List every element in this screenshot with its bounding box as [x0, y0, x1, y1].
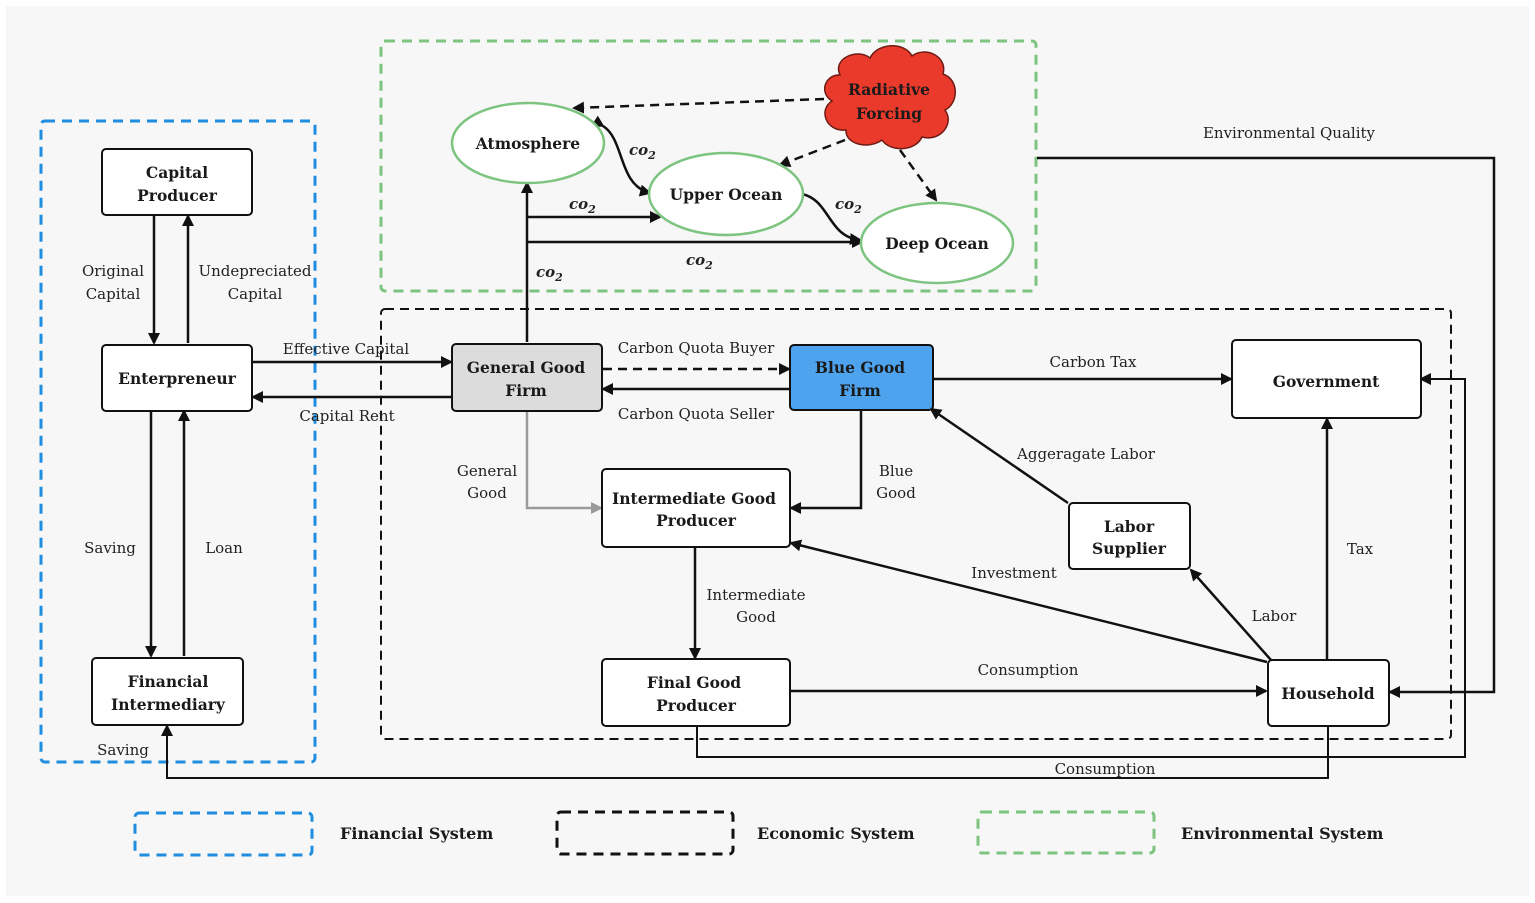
- node-financial-intermediary: Financial Intermediary: [91, 657, 244, 726]
- edge-forcing-atmosphere: [572, 97, 825, 114]
- legend-environmental-label: Environmental System: [1181, 824, 1384, 843]
- label-blue-good-2: Good: [876, 484, 916, 502]
- blue-good-firm-line1: Blue Good: [815, 358, 905, 377]
- label-loan: Loan: [205, 539, 243, 557]
- edge-environmental-quality: [1037, 156, 1496, 698]
- edge-blue-good: [789, 411, 863, 514]
- edge-labor: [1189, 568, 1272, 661]
- node-capital-producer: Capital Producer: [101, 148, 253, 216]
- general-good-firm-line2: Firm: [505, 381, 547, 400]
- edge-forcing-upper-ocean: [778, 138, 846, 168]
- edge-forcing-deep-ocean: [898, 149, 938, 202]
- label-environmental-quality: Environmental Quality: [1203, 124, 1376, 142]
- node-entrepreneur: Enterpreneur: [101, 344, 253, 412]
- legend-economic-swatch: [555, 810, 735, 856]
- node-intermediate-good-producer: Intermediate Good Producer: [601, 468, 791, 548]
- label-carbon-tax: Carbon Tax: [1050, 353, 1137, 371]
- household-label: Household: [1281, 684, 1374, 703]
- government-label: Government: [1273, 372, 1380, 391]
- economic-system-group: [380, 308, 1452, 740]
- label-general-good-2: Good: [467, 484, 507, 502]
- label-co2-upper-deep: co2: [835, 195, 862, 216]
- node-government: Government: [1231, 339, 1422, 419]
- node-household: Household: [1267, 659, 1390, 727]
- node-labor-supplier: Labor Supplier: [1068, 502, 1191, 570]
- entrepreneur-label: Enterpreneur: [118, 369, 237, 388]
- label-carbon-quota-buyer: Carbon Quota Buyer: [618, 339, 775, 357]
- edge-aggregate-labor: [929, 407, 1069, 505]
- label-co2-emission-atm: co2: [536, 263, 563, 284]
- radiative-forcing-line1: Radiative: [848, 80, 930, 99]
- deep-ocean-label: Deep Ocean: [885, 234, 989, 253]
- label-consumption-bottom: Consumption: [1055, 760, 1156, 778]
- legend-economic-label: Economic System: [757, 824, 915, 843]
- financial-system-group: [39, 119, 317, 764]
- node-general-good-firm: General Good Firm: [451, 343, 603, 412]
- atmosphere-label: Atmosphere: [475, 134, 581, 153]
- label-investment: Investment: [971, 564, 1056, 582]
- intermediate-good-producer-line2: Producer: [656, 511, 737, 530]
- label-saving-left: Saving: [84, 539, 136, 557]
- edge-upper-deep-ocean: [790, 186, 862, 246]
- edge-consumption-bottom: [696, 373, 1466, 758]
- label-capital-rent: Capital Rent: [299, 407, 394, 425]
- upper-ocean-label: Upper Ocean: [670, 185, 783, 204]
- label-undepreciated-capital-2: Capital: [228, 285, 283, 303]
- edge-saving-bottom: [161, 724, 1329, 779]
- node-blue-good-firm: Blue Good Firm: [789, 344, 934, 411]
- legend: Financial System Economic System Environ…: [133, 810, 1384, 857]
- environmental-system-group: [379, 39, 1038, 293]
- labor-supplier-line2: Supplier: [1092, 539, 1167, 558]
- capital-producer-line1: Capital: [146, 163, 208, 182]
- edge-investment: [789, 539, 1268, 664]
- financial-intermediary-line1: Financial: [128, 672, 209, 691]
- label-intermediate-good-2: Good: [736, 608, 776, 626]
- label-co2-emission-deep: co2: [686, 251, 713, 272]
- label-aggregate-labor: Aggeragate Labor: [1016, 445, 1156, 463]
- node-deep-ocean: Deep Ocean: [859, 201, 1015, 285]
- legend-financial-label: Financial System: [340, 824, 493, 843]
- labor-supplier-line1: Labor: [1104, 517, 1155, 536]
- label-original-capital-1: Original: [82, 262, 144, 280]
- financial-intermediary-line2: Intermediary: [111, 695, 226, 714]
- label-undepreciated-capital-1: Undepreciated: [198, 262, 311, 280]
- final-good-producer-line1: Final Good: [647, 673, 741, 692]
- final-good-producer-line2: Producer: [656, 696, 737, 715]
- label-carbon-quota-seller: Carbon Quota Seller: [618, 405, 775, 423]
- diagram-background: [6, 6, 1529, 896]
- label-consumption: Consumption: [978, 661, 1079, 679]
- legend-financial-swatch: [133, 811, 314, 857]
- node-atmosphere: Atmosphere: [450, 101, 606, 185]
- label-co2-atm-upper: co2: [629, 141, 656, 162]
- label-intermediate-good-1: Intermediate: [706, 586, 805, 604]
- label-co2-emission-upper: co2: [569, 195, 596, 216]
- legend-environmental-swatch: [976, 810, 1156, 855]
- label-general-good-1: General: [457, 462, 518, 480]
- edge-general-good: [525, 412, 603, 514]
- blue-good-firm-line2: Firm: [839, 381, 881, 400]
- node-upper-ocean: Upper Ocean: [647, 151, 805, 237]
- label-tax: Tax: [1347, 540, 1374, 558]
- label-effective-capital: Effective Capital: [283, 340, 410, 358]
- general-good-firm-line1: General Good: [467, 358, 586, 377]
- label-labor: Labor: [1252, 607, 1298, 625]
- radiative-forcing-line2: Forcing: [856, 104, 922, 123]
- node-final-good-producer: Final Good Producer: [601, 658, 791, 727]
- intermediate-good-producer-line1: Intermediate Good: [612, 489, 776, 508]
- capital-producer-line2: Producer: [137, 186, 218, 205]
- label-blue-good-1: Blue: [879, 462, 913, 480]
- edge-atmosphere-upper-ocean: [591, 115, 652, 197]
- label-saving-bottom: Saving: [97, 741, 149, 759]
- node-radiative-forcing: Radiative Forcing: [823, 45, 956, 150]
- label-original-capital-2: Capital: [86, 285, 141, 303]
